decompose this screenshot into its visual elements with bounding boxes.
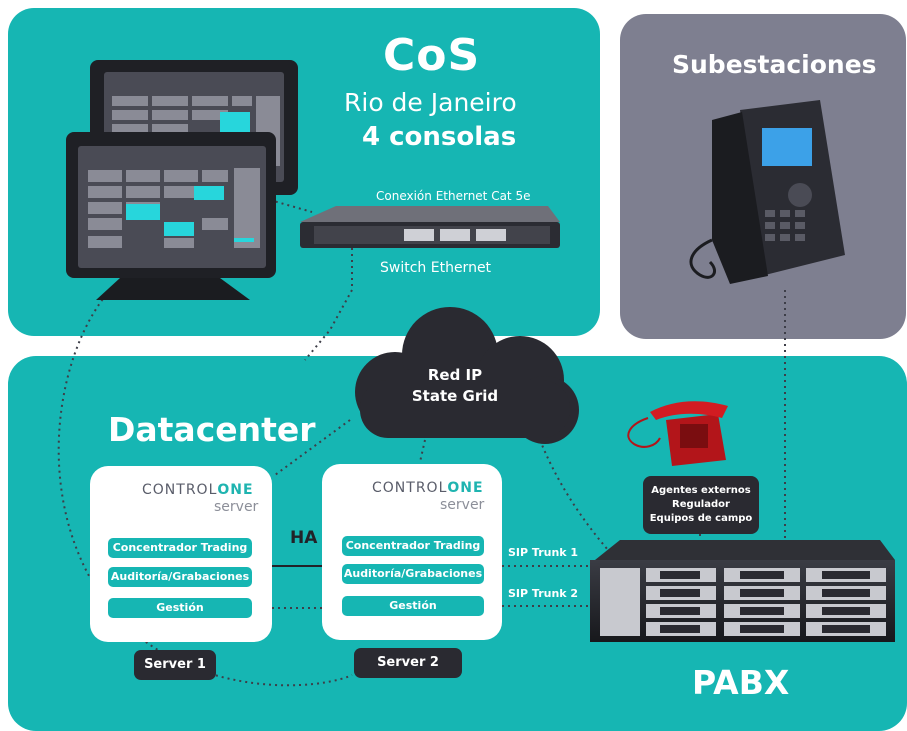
external-agents-box: Agentes externos Regulador Equipos de ca… [643,476,759,534]
external-line: Regulador [672,499,730,510]
substations-title: Subestaciones [672,50,877,79]
cos-console-count: 4 consolas [362,122,517,152]
monitor-icon [66,132,276,300]
sip-trunk-1-label: SIP Trunk 1 [508,546,579,559]
server-1-label: Server 1 [134,650,216,680]
datacenter-title: Datacenter [108,410,316,449]
cos-city: Rio de Janeiro [344,88,517,117]
module-management: Gestión [342,596,484,616]
server-2-label: Server 2 [354,648,462,678]
cos-title: CoS [383,30,481,81]
module-recording: Auditoría/Grabaciones [108,567,252,587]
module-recording: Auditoría/Grabaciones [342,564,484,584]
brand-name: CONTROLONE [142,482,254,498]
ethernet-label: Conexión Ethernet Cat 5e [376,189,531,203]
module-trading-sip: Concentrador Trading SIP [108,538,252,574]
cloud-line-2: State Grid [411,387,499,405]
switch-label: Switch Ethernet [380,260,492,276]
external-line: Agentes externos [651,485,751,496]
cloud-label: Red IP State Grid [395,365,515,407]
module-trading-sip: Concentrador Trading SIP [342,536,484,572]
server-card: CONTROLONE server Concentrador Trading S… [90,466,272,642]
red-phone-icon [627,401,728,466]
brand-sub: server [440,497,485,513]
ha-label: HA [290,528,318,548]
brand-name: CONTROLONE [372,480,484,496]
external-line: Equipos de campo [649,513,753,524]
cloud-icon [355,307,579,444]
server-card: CONTROLONE server Concentrador Trading S… [322,464,502,640]
ip-phone-icon [689,100,845,284]
pabx-chassis-icon [590,540,895,642]
brand-sub: server [214,499,259,515]
sip-trunk-2-label: SIP Trunk 2 [508,587,579,600]
switch-icon [300,206,560,248]
pabx-title: PABX [692,663,790,702]
module-management: Gestión [108,598,252,618]
cloud-line-1: Red IP [427,366,483,384]
